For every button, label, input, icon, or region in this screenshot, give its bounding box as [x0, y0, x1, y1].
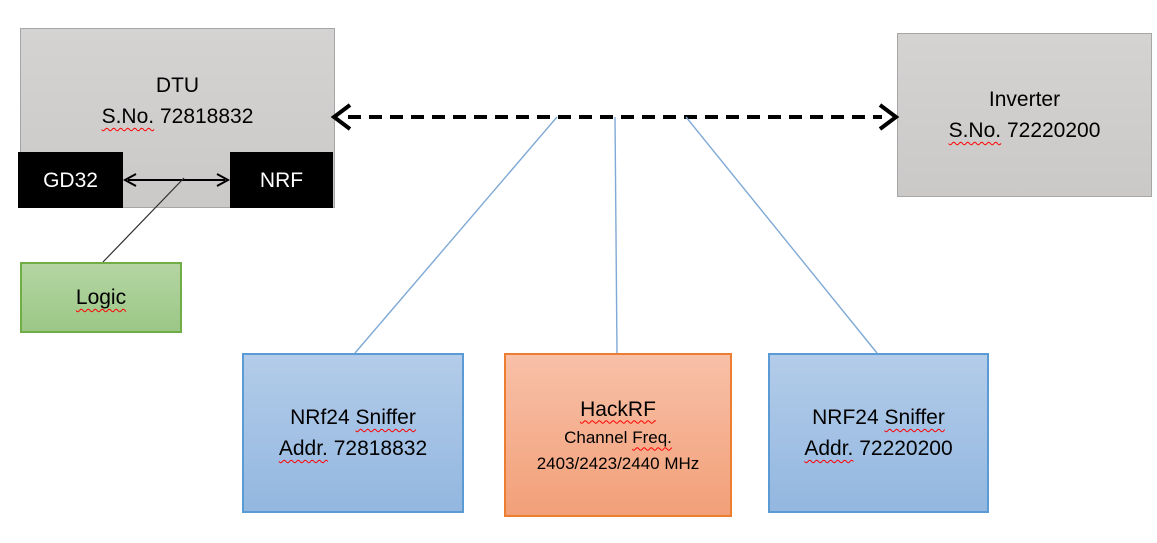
sniffer-right-type: Sniffer — [884, 406, 945, 429]
nrf24-sniffer-left-node: NRf24 Sniffer Addr. 72818832 — [242, 353, 464, 513]
sniffer-left-address: 72818832 — [333, 437, 428, 460]
sniffer-left-model: NRf24 — [290, 406, 350, 429]
logic-label: Logic — [75, 286, 127, 309]
nrf-label: NRF — [259, 168, 304, 192]
inverter-node: Inverter S.No. 72220200 — [897, 33, 1152, 197]
sniffer-left-type: Sniffer — [355, 406, 416, 429]
hackrf-title: HackRF — [580, 397, 656, 421]
inverter-serial-line: S.No. 72220200 — [949, 115, 1101, 146]
sniffer-left-addr-line: Addr. 72818832 — [279, 433, 427, 464]
gd32-label: GD32 — [43, 168, 98, 192]
sniffer-left-title-line: NRf24 Sniffer — [290, 402, 416, 433]
sniffer-right-model: NRF24 — [812, 406, 879, 429]
inverter-title: Inverter — [988, 88, 1061, 111]
logic-node: Logic — [20, 262, 182, 333]
hackrf-frequencies: 2403/2423/2440 MHz — [536, 453, 700, 473]
sniffer-right-connector-line — [685, 116, 878, 354]
inverter-sno-label: S.No. — [948, 119, 1002, 142]
sniffer-right-address: 72220200 — [859, 437, 953, 460]
hackrf-channel-word: Channel — [564, 427, 628, 447]
nrf-node: NRF — [230, 152, 333, 208]
gd32-node: GD32 — [18, 152, 123, 208]
dtu-inverter-dashed-arrow — [330, 103, 900, 131]
dtu-serial-line: S.No. 72818832 — [102, 101, 254, 132]
sniffer-right-title-line: NRF24 Sniffer — [812, 402, 945, 433]
sniffer-left-addr-label: Addr. — [278, 437, 328, 460]
dtu-serial: 72818832 — [159, 105, 254, 128]
hackrf-freq-word: Freq. — [632, 427, 672, 447]
sniffer-left-connector-line — [354, 116, 558, 354]
hackrf-connector-line — [614, 116, 618, 354]
inverter-serial: 72220200 — [1006, 119, 1101, 142]
sniffer-right-addr-line: Addr. 72220200 — [804, 433, 952, 464]
hackrf-node: HackRF Channel Freq. 2403/2423/2440 MHz — [504, 353, 732, 517]
dtu-title: DTU — [155, 74, 200, 97]
sniffer-right-addr-label: Addr. — [804, 437, 854, 460]
hackrf-channel-line: Channel Freq. — [564, 425, 672, 451]
nrf24-sniffer-right-node: NRF24 Sniffer Addr. 72220200 — [768, 353, 989, 513]
dtu-sno-label: S.No. — [101, 105, 155, 128]
